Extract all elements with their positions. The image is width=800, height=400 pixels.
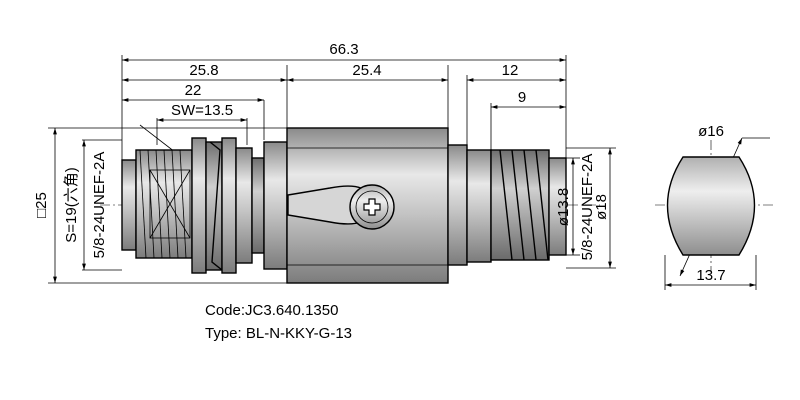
dim-diameter-inner: ø13.8 xyxy=(555,188,572,226)
dim-right-thread-spec: 5/8-24UNEF-2A xyxy=(579,154,596,261)
caption-code: Code:JC3.640.1350 xyxy=(205,302,338,319)
dim-right-section: 12 xyxy=(502,62,519,79)
right-connector xyxy=(447,144,567,266)
dim-hex-size: S=19(六角) xyxy=(63,167,80,242)
dim-wrench-size: SW=13.5 xyxy=(171,102,233,119)
dim-left-section: 25.8 xyxy=(189,62,218,79)
dim-end-view-flat: 13.7 xyxy=(696,267,725,284)
left-thread-pattern xyxy=(139,149,187,259)
end-view xyxy=(666,156,756,256)
extension-lines xyxy=(48,55,757,290)
caption-type: Type: BL-N-KKY-G-13 xyxy=(205,325,352,342)
dim-left-thread-spec: 5/8-24UNEF-2A xyxy=(91,152,108,259)
dim-middle-section: 25.4 xyxy=(352,62,381,79)
right-thread-pattern xyxy=(499,149,549,261)
middle-body xyxy=(286,127,449,284)
dim-end-view-diameter: ø16 xyxy=(698,123,724,140)
left-connector xyxy=(121,137,288,274)
dim-square-flange: □25 xyxy=(33,192,50,218)
lock-washer xyxy=(209,141,223,271)
dim-left-thread: 22 xyxy=(185,82,202,99)
dim-right-thread: 9 xyxy=(518,89,526,106)
dim-diameter-outer: ø18 xyxy=(593,194,610,220)
phillips-icon xyxy=(363,198,381,216)
dim-overall-length: 66.3 xyxy=(329,41,358,58)
